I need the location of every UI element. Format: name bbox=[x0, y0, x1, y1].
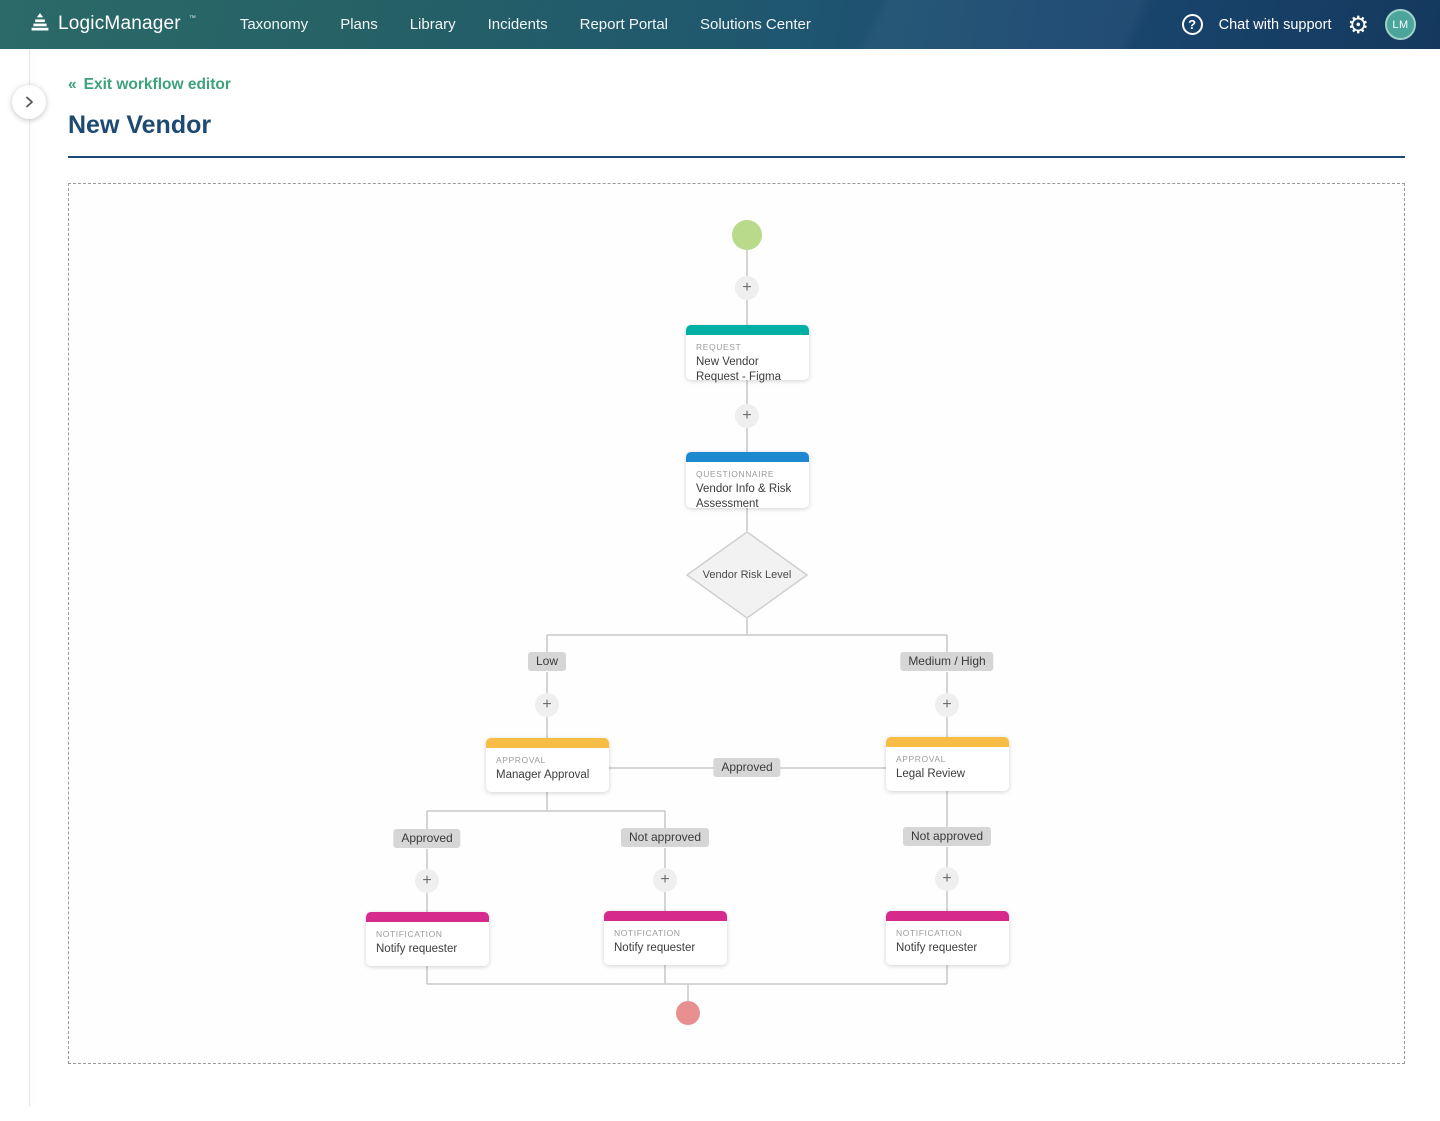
node-category: NOTIFICATION bbox=[614, 928, 681, 938]
workflow-node-legal-review[interactable]: APPROVAL Legal Review bbox=[886, 737, 1009, 791]
nav-item-library[interactable]: Library bbox=[409, 16, 456, 33]
end-node[interactable] bbox=[676, 1001, 700, 1025]
collapsed-sidebar bbox=[0, 49, 29, 1107]
nav-item-incidents[interactable]: Incidents bbox=[487, 16, 548, 33]
node-color-bar bbox=[604, 911, 727, 921]
node-title: Notify requester bbox=[376, 943, 458, 955]
node-category: APPROVAL bbox=[896, 754, 946, 764]
branch-label-not-approved: Not approved bbox=[620, 828, 710, 847]
branch-label-medium-high: Medium / High bbox=[900, 652, 994, 671]
double-chevron-left-icon: « bbox=[68, 76, 77, 93]
node-category: QUESTIONNAIRE bbox=[696, 469, 775, 479]
workflow-node-questionnaire[interactable]: QUESTIONNAIRE Vendor Info & Risk Assessm… bbox=[686, 452, 809, 510]
branch-label-approved: Approved bbox=[393, 829, 461, 848]
add-step-button[interactable]: + bbox=[735, 276, 759, 300]
title-underline bbox=[68, 156, 1405, 158]
node-title: Manager Approval bbox=[496, 769, 590, 781]
diamond-shape bbox=[685, 531, 809, 619]
nav-item-solutions-center[interactable]: Solutions Center bbox=[700, 16, 811, 33]
nav-item-report-portal[interactable]: Report Portal bbox=[579, 16, 668, 33]
node-color-bar bbox=[886, 911, 1009, 921]
decision-label: Vendor Risk Level bbox=[702, 569, 792, 581]
gear-icon[interactable]: ⚙ bbox=[1347, 10, 1369, 39]
help-icon[interactable]: ? bbox=[1181, 14, 1203, 35]
workflow-canvas[interactable]: + + + + + + + REQUEST New Vendor Request… bbox=[68, 183, 1405, 1064]
plus-icon: + bbox=[542, 696, 552, 713]
add-step-button[interactable]: + bbox=[735, 404, 759, 428]
plus-icon: + bbox=[660, 871, 670, 888]
add-step-button[interactable]: + bbox=[653, 868, 677, 892]
add-step-button[interactable]: + bbox=[415, 869, 439, 893]
plus-icon: + bbox=[422, 872, 432, 889]
expand-sidebar-button[interactable] bbox=[12, 85, 46, 119]
decision-node-vendor-risk-level[interactable]: Vendor Risk Level bbox=[685, 531, 809, 619]
add-step-button[interactable]: + bbox=[935, 693, 959, 717]
node-title: Notify requester bbox=[896, 942, 978, 954]
node-title: New Vendor Request - Figma bbox=[696, 356, 782, 383]
node-color-bar bbox=[886, 737, 1009, 747]
chat-with-support-link[interactable]: Chat with support bbox=[1218, 16, 1332, 33]
workflow-node-request[interactable]: REQUEST New Vendor Request - Figma bbox=[686, 325, 809, 383]
chevron-right-icon bbox=[23, 96, 35, 108]
node-category: REQUEST bbox=[696, 342, 742, 352]
logicmanager-logo[interactable]: LogicManager ™ bbox=[30, 12, 196, 37]
plus-icon: + bbox=[742, 407, 752, 424]
plus-icon: + bbox=[942, 870, 952, 887]
exit-link-label: Exit workflow editor bbox=[83, 76, 231, 93]
node-color-bar bbox=[486, 738, 609, 748]
node-color-bar bbox=[686, 325, 809, 335]
nav-item-plans[interactable]: Plans bbox=[340, 16, 378, 33]
user-avatar[interactable]: LM bbox=[1385, 9, 1416, 40]
node-color-bar bbox=[366, 912, 489, 922]
workflow-connectors bbox=[426, 250, 948, 1001]
nav-item-taxonomy[interactable]: Taxonomy bbox=[239, 16, 309, 33]
node-title: Legal Review bbox=[896, 768, 966, 780]
plus-icon: + bbox=[942, 696, 952, 713]
top-nav: LogicManager ™ Taxonomy Plans Library In… bbox=[0, 0, 1440, 49]
node-category: NOTIFICATION bbox=[896, 928, 963, 938]
start-node[interactable] bbox=[732, 220, 762, 250]
node-category: APPROVAL bbox=[496, 755, 546, 765]
node-title: Notify requester bbox=[614, 942, 696, 954]
exit-workflow-editor-link[interactable]: « Exit workflow editor bbox=[68, 76, 231, 94]
node-color-bar bbox=[686, 452, 809, 462]
node-category: NOTIFICATION bbox=[376, 929, 443, 939]
brand-trademark: ™ bbox=[188, 14, 196, 22]
workflow-node-notify-requester-mid[interactable]: NOTIFICATION Notify requester bbox=[604, 911, 727, 965]
branch-label-not-approved-right: Not approved bbox=[902, 827, 992, 846]
nav-menu: Taxonomy Plans Library Incidents Report … bbox=[224, 2, 827, 47]
brand-name: LogicManager bbox=[58, 12, 181, 34]
branch-label-low: Low bbox=[527, 652, 567, 671]
branch-label-approved-between: Approved bbox=[713, 758, 781, 777]
nav-right-actions: ? Chat with support ⚙ LM bbox=[1181, 9, 1416, 40]
workflow-node-notify-requester-low[interactable]: NOTIFICATION Notify requester bbox=[366, 912, 489, 966]
logicmanager-triangle-icon bbox=[30, 12, 50, 37]
workflow-node-notify-requester-high[interactable]: NOTIFICATION Notify requester bbox=[886, 911, 1009, 965]
sidebar-divider bbox=[29, 49, 30, 1107]
workflow-node-manager-approval[interactable]: APPROVAL Manager Approval bbox=[486, 738, 609, 792]
page-title: New Vendor bbox=[68, 111, 212, 139]
add-step-button[interactable]: + bbox=[935, 867, 959, 891]
node-title: Vendor Info & Risk Assessment bbox=[696, 483, 792, 510]
plus-icon: + bbox=[742, 279, 752, 296]
add-step-button[interactable]: + bbox=[535, 693, 559, 717]
